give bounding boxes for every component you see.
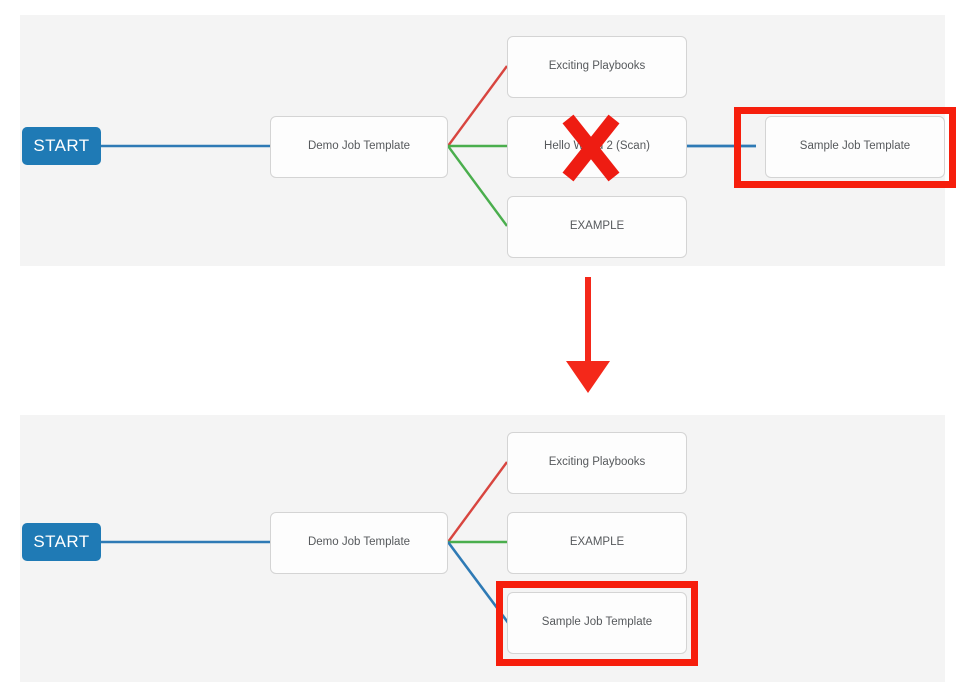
link-demo-to-exciting [447, 65, 508, 147]
down-arrow-icon [566, 277, 610, 393]
node-label: Demo Job Template [307, 536, 411, 549]
node-label: Sample Job Template [541, 616, 653, 629]
start-node-before[interactable]: START [22, 127, 101, 165]
node-exciting-playbooks-after[interactable]: Exciting Playbooks [507, 432, 687, 494]
link-demo-to-example [447, 145, 508, 227]
node-example-before[interactable]: EXAMPLE [507, 196, 687, 258]
node-sample-job-template-before[interactable]: Sample Job Template [765, 116, 945, 178]
node-label: Hello World 2 (Scan) [544, 140, 650, 153]
node-label: EXAMPLE [569, 536, 625, 549]
node-hello-world-2-scan-before[interactable]: Hello World 2 (Scan) [507, 116, 687, 178]
node-label: Sample Job Template [799, 140, 911, 153]
workflow-links-after [100, 461, 514, 629]
node-exciting-playbooks-before[interactable]: Exciting Playbooks [507, 36, 687, 98]
node-demo-job-template-after[interactable]: Demo Job Template [270, 512, 448, 574]
workflow-panel-before: START Demo Job Template Exciting Playboo… [20, 15, 956, 266]
node-label: EXAMPLE [569, 220, 625, 233]
node-label: Exciting Playbooks [548, 456, 646, 469]
start-node-label: START [33, 532, 90, 551]
start-node-after[interactable]: START [22, 523, 101, 561]
start-node-label: START [33, 136, 90, 155]
node-label: Exciting Playbooks [548, 60, 646, 73]
link-demo-to-sample [446, 541, 514, 629]
node-label: Demo Job Template [307, 140, 411, 153]
workflow-links-before [100, 65, 756, 227]
workflow-panel-after: START Demo Job Template Exciting Playboo… [20, 415, 945, 682]
link-demo-to-exciting [447, 461, 508, 543]
node-demo-job-template-before[interactable]: Demo Job Template [270, 116, 448, 178]
node-example-after[interactable]: EXAMPLE [507, 512, 687, 574]
node-sample-job-template-after[interactable]: Sample Job Template [507, 592, 687, 654]
